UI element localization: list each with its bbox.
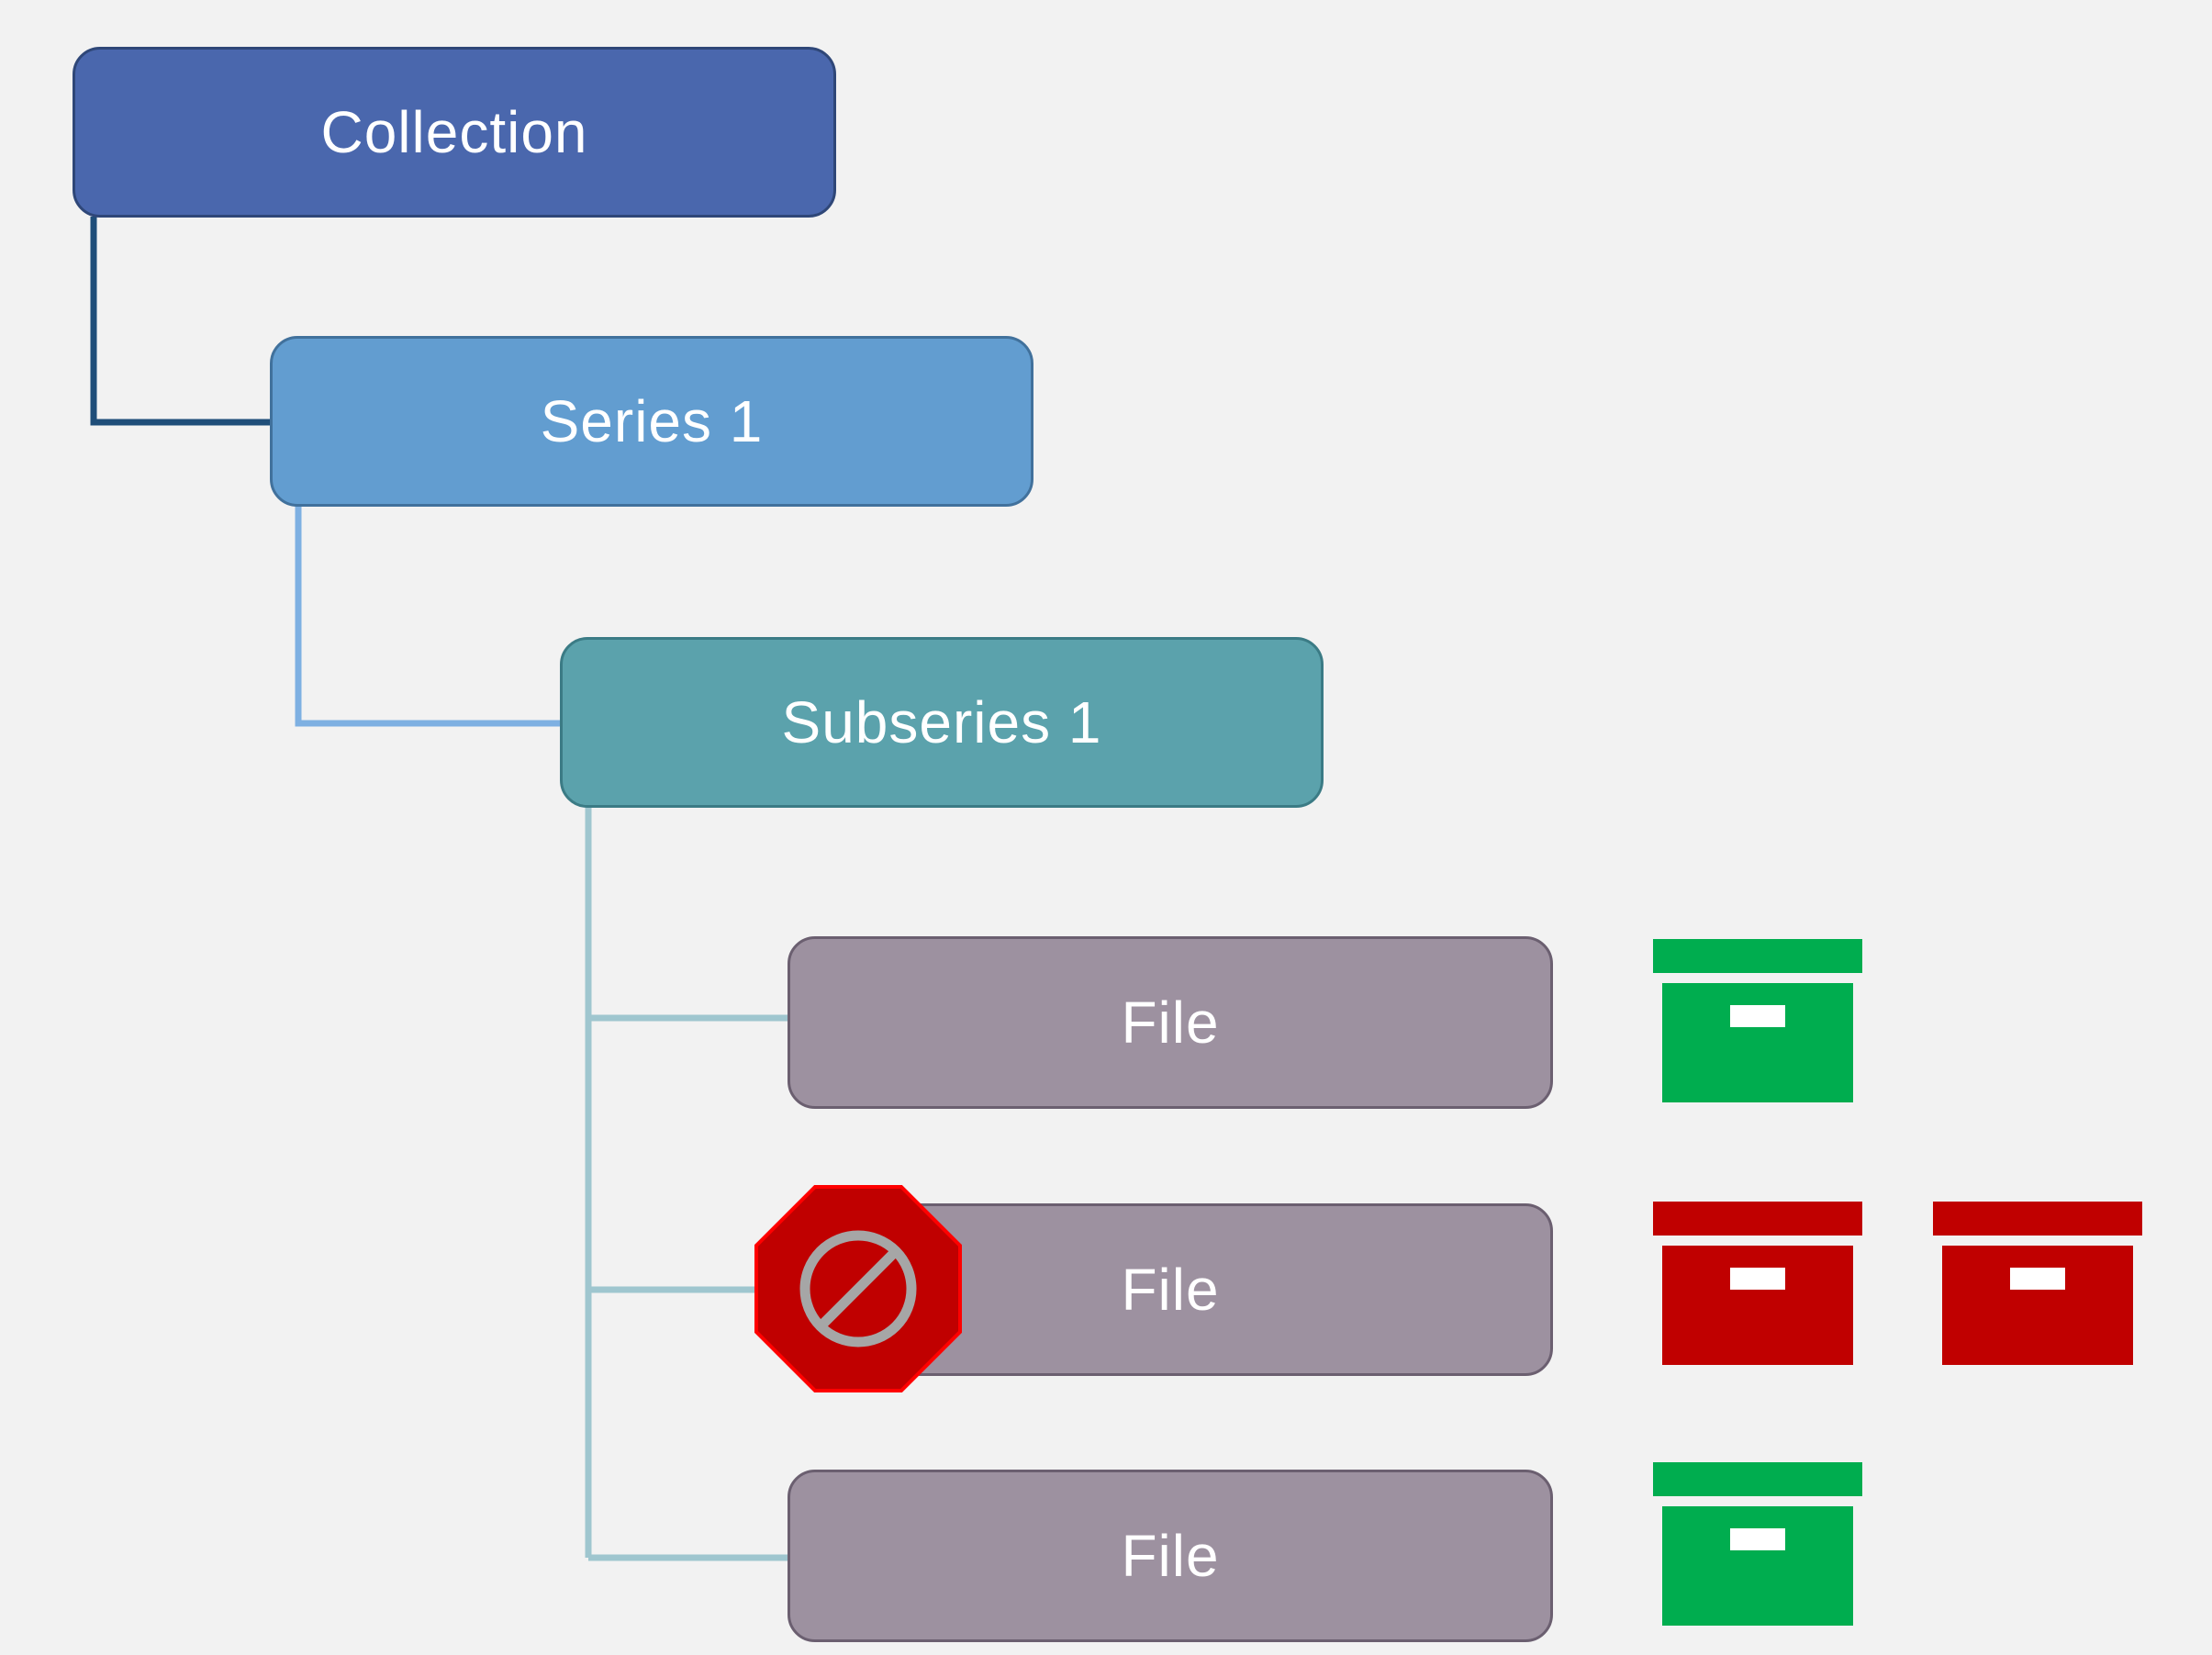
file-node[interactable]: File: [788, 936, 1553, 1109]
series-label: Series 1: [540, 388, 764, 454]
file-label: File: [1121, 1257, 1220, 1323]
connector-series-subseries: [295, 506, 562, 727]
file-node[interactable]: File: [788, 1470, 1553, 1642]
file-label: File: [1121, 990, 1220, 1056]
green-box-icon: [1653, 939, 1862, 1102]
series-node[interactable]: Series 1: [270, 336, 1033, 507]
no-entry-icon: [754, 1185, 962, 1392]
collection-node[interactable]: Collection: [73, 47, 836, 218]
red-box-icon: [1933, 1202, 2142, 1365]
subseries-label: Subseries 1: [781, 689, 1102, 755]
collection-label: Collection: [320, 99, 588, 165]
subseries-node[interactable]: Subseries 1: [560, 637, 1324, 808]
green-box-icon: [1653, 1462, 1862, 1626]
connector-collection-series: [90, 217, 272, 426]
red-box-icon: [1653, 1202, 1862, 1365]
file-label: File: [1121, 1523, 1220, 1589]
